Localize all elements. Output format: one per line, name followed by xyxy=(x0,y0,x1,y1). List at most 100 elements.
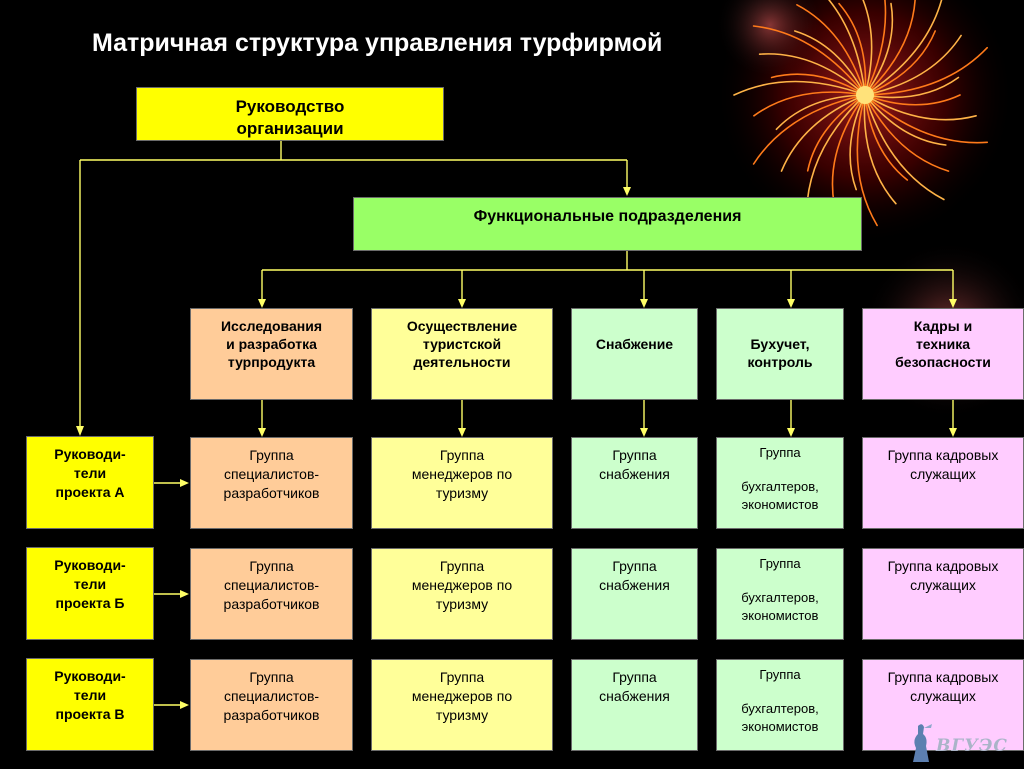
firework-ray xyxy=(796,4,866,96)
functional-departments-box: Функциональные подразделения xyxy=(353,197,862,251)
group-line: Группа кадровых xyxy=(887,558,999,574)
group-accounting-a: Группа бухгалтеров, экономистов xyxy=(716,437,844,529)
group-line: Группа кадровых xyxy=(887,447,999,463)
firework-ray xyxy=(864,76,960,99)
project-managers-c-line-3: проекта В xyxy=(55,706,125,722)
group-line: бухгалтеров, xyxy=(741,701,819,716)
unit-hr-line-3: безопасности xyxy=(895,354,991,370)
group-research-a: Группа специалистов- разработчиков xyxy=(190,437,353,529)
group-line: снабжения xyxy=(599,577,670,593)
project-managers-a-line-3: проекта А xyxy=(55,484,125,500)
group-line: менеджеров по xyxy=(411,577,513,593)
group-line: менеджеров по xyxy=(411,466,513,482)
firework-ray xyxy=(752,94,866,165)
firework-ray xyxy=(794,30,866,96)
group-accounting-c: Группа бухгалтеров, экономистов xyxy=(716,659,844,751)
firework-ray xyxy=(863,94,897,205)
group-line: разработчиков xyxy=(223,596,320,612)
firework-ray xyxy=(864,0,943,96)
project-managers-b: Руководи- тели проекта Б xyxy=(26,547,154,640)
unit-research-line-2: и разработка xyxy=(226,336,317,352)
project-managers-c: Руководи- тели проекта В xyxy=(26,658,154,751)
firework-ray xyxy=(864,94,947,146)
group-hr-b: Группа кадровых служащих xyxy=(862,548,1024,640)
group-line: бухгалтеров, xyxy=(741,479,819,494)
group-line: Группа xyxy=(439,669,485,685)
firework-ray xyxy=(828,0,866,96)
group-supply-b: Группа снабжения xyxy=(571,548,698,640)
project-managers-b-line-1: Руководи- xyxy=(54,557,126,573)
page-title: Матричная структура управления турфирмой xyxy=(92,29,663,57)
firework-ray xyxy=(864,94,977,121)
group-line: Группа xyxy=(759,667,801,682)
firework-ray xyxy=(770,73,866,96)
logo-text: ВГУЭС xyxy=(936,736,1008,756)
group-line: служащих xyxy=(910,688,976,704)
group-line: Группа xyxy=(612,447,657,463)
university-logo: ВГУЭС xyxy=(904,722,1014,764)
unit-hr: Кадры и техника безопасности xyxy=(862,308,1024,400)
firework-ray xyxy=(758,53,866,96)
group-line: туризму xyxy=(435,596,489,612)
group-line: разработчиков xyxy=(223,485,320,501)
unit-supply-line-1: Снабжение xyxy=(595,336,674,352)
group-line: снабжения xyxy=(599,466,670,482)
unit-hr-line-1: Кадры и xyxy=(913,318,973,334)
top-management-box: Руководство организации xyxy=(136,87,444,141)
group-line: специалистов- xyxy=(223,577,320,593)
firework-ray xyxy=(780,94,866,172)
unit-supply: Снабжение xyxy=(571,308,698,400)
firework-ray xyxy=(775,94,866,131)
group-line: менеджеров по xyxy=(411,688,513,704)
firework-ray xyxy=(864,30,936,96)
unit-operations-line-2: туристской xyxy=(422,336,502,352)
group-line: служащих xyxy=(910,577,976,593)
unit-accounting: Бухучет, контроль xyxy=(716,308,844,400)
unit-operations-line-1: Осуществление xyxy=(406,318,518,334)
group-line: Группа кадровых xyxy=(887,669,999,685)
project-managers-a-line-1: Руководи- xyxy=(54,446,126,462)
unit-research-line-1: Исследования xyxy=(220,318,322,334)
firework-ray xyxy=(864,94,988,144)
firework-ray xyxy=(864,46,988,96)
group-research-c: Группа специалистов- разработчиков xyxy=(190,659,353,751)
project-managers-c-line-1: Руководи- xyxy=(54,668,126,684)
firework-ray xyxy=(864,94,945,201)
group-line: Группа xyxy=(439,447,485,463)
group-line: Группа xyxy=(612,669,657,685)
group-line: Группа xyxy=(249,447,294,463)
firework-ray xyxy=(864,94,909,181)
group-line: Группа xyxy=(759,445,801,460)
group-line: экономистов xyxy=(741,497,819,512)
group-accounting-b: Группа бухгалтеров, экономистов xyxy=(716,548,844,640)
unit-research-line-3: турпродукта xyxy=(227,354,316,370)
group-line: специалистов- xyxy=(223,688,320,704)
firework-ray xyxy=(864,94,961,106)
firework-ray xyxy=(806,94,866,172)
group-line: Группа xyxy=(439,558,485,574)
group-line: Группа xyxy=(249,669,294,685)
group-operations-b: Группа менеджеров по туризму xyxy=(371,548,553,640)
group-line: Группа xyxy=(249,558,294,574)
project-managers-c-line-2: тели xyxy=(73,687,107,703)
unit-research: Исследования и разработка турпродукта xyxy=(190,308,353,400)
firework-ray xyxy=(856,94,878,227)
firework-ray xyxy=(864,2,894,96)
firework-ray xyxy=(864,94,950,172)
group-line: служащих xyxy=(910,466,976,482)
group-line: разработчиков xyxy=(223,707,320,723)
unit-accounting-line-2: контроль xyxy=(747,354,813,370)
firework-ray xyxy=(849,94,866,191)
firework-ray xyxy=(864,0,887,96)
unit-operations-line-3: деятельности xyxy=(413,354,511,370)
group-line: снабжения xyxy=(599,688,670,704)
group-line: экономистов xyxy=(741,719,819,734)
group-research-b: Группа специалистов- разработчиков xyxy=(190,548,353,640)
firework-ray xyxy=(831,94,866,205)
firework-ray xyxy=(752,25,866,96)
firework-ray xyxy=(838,2,867,96)
project-managers-a: Руководи- тели проекта А xyxy=(26,436,154,529)
project-managers-a-line-2: тели xyxy=(73,465,107,481)
